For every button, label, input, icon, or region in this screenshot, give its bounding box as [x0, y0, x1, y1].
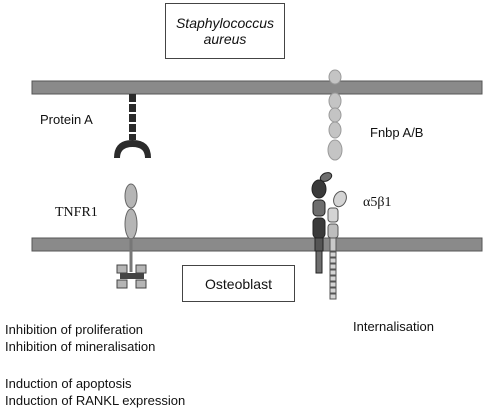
osteoblast-label: Osteoblast [205, 275, 272, 292]
organism-box: Staphylococcus aureus [165, 3, 285, 59]
osteoblast-membrane [31, 237, 483, 252]
osteoblast-box: Osteoblast [182, 265, 295, 302]
bacterial-membrane [31, 80, 483, 95]
fnbp-shape [327, 69, 343, 161]
effect-item: Induction of RANKL expression [5, 393, 186, 408]
organism-name-line1: Staphylococcus [175, 15, 275, 31]
tnfr1-label: TNFR1 [55, 205, 98, 220]
protein-a-shape [114, 94, 151, 158]
internalisation-label: Internalisation [353, 319, 434, 334]
fnbp-label: Fnbp A/B [370, 125, 424, 140]
integrin-label: α5β1 [363, 195, 392, 210]
integrin-shape [311, 172, 347, 300]
protein-a-label: Protein A [40, 112, 93, 127]
effect-item: Inhibition of mineralisation [5, 339, 156, 354]
tnfr1-shape [116, 183, 147, 289]
effect-item: Inhibition of proliferation [5, 322, 144, 337]
effect-item: Induction of apoptosis [5, 376, 132, 391]
organism-name-line2: aureus [203, 31, 247, 47]
